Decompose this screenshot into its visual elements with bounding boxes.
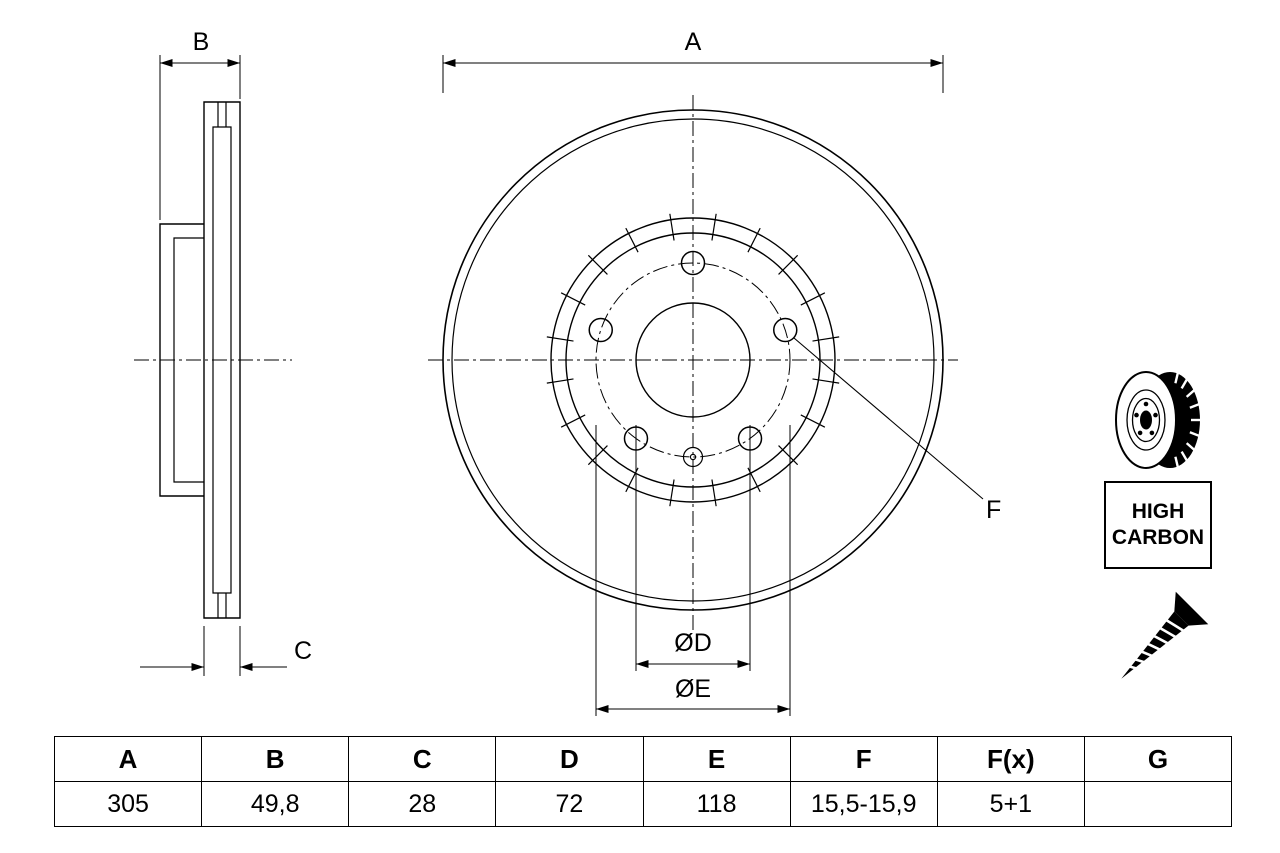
dim-f-label: F xyxy=(986,496,1001,524)
front-view xyxy=(428,95,958,630)
spec-value-b: 49,8 xyxy=(201,781,350,827)
dim-d-label: ØD xyxy=(674,629,712,657)
spec-value-e: 118 xyxy=(642,781,791,827)
spec-header-g: G xyxy=(1083,736,1233,782)
dimension-e: ØE xyxy=(595,425,791,716)
dim-e-label: ØE xyxy=(675,675,711,703)
disc-bolt-dot xyxy=(1137,430,1143,436)
spec-value-fx: 5+1 xyxy=(936,781,1085,827)
dim-c-label: C xyxy=(294,637,312,665)
spec-table: A B C D E F F(x) G 305 49,8 28 72 118 15… xyxy=(53,736,1233,827)
spec-value-f: 15,5-15,9 xyxy=(789,781,938,827)
disc-hat-ring xyxy=(1126,389,1166,451)
disc-bolt-dot xyxy=(1153,412,1158,418)
spec-value-row: 305 49,8 28 72 118 15,5-15,9 5+1 xyxy=(53,781,1233,827)
spec-header-d: D xyxy=(495,736,644,782)
high-carbon-badge-line1: HIGH xyxy=(1131,499,1185,523)
screw-head xyxy=(1174,591,1209,626)
spec-header-f: F xyxy=(789,736,938,782)
dimension-f: F xyxy=(793,337,1001,524)
vent-channel-profile xyxy=(212,126,232,594)
spec-header-a: A xyxy=(53,736,203,782)
dim-b-label: B xyxy=(193,28,210,56)
dimension-a: A xyxy=(442,28,944,93)
spec-header-b: B xyxy=(201,736,350,782)
countersunk-screw-icon xyxy=(1121,591,1209,679)
screw-thread-lines xyxy=(1128,618,1185,670)
cross-section-view xyxy=(134,101,292,619)
dimension-c: C xyxy=(140,626,312,676)
spec-header-row: A B C D E F F(x) G xyxy=(53,736,1233,782)
dim-a-label: A xyxy=(685,28,702,56)
disc-vent-stripes xyxy=(1174,371,1202,469)
disc-bolt-dot xyxy=(1134,412,1139,418)
friction-ring-profile xyxy=(203,101,241,619)
spec-value-g xyxy=(1083,781,1233,827)
disc-bore xyxy=(1140,410,1152,430)
disc-bolt-dot xyxy=(1149,430,1155,436)
leader-line xyxy=(793,337,984,500)
high-carbon-badge-line2: CARBON xyxy=(1111,526,1205,549)
spec-value-a: 305 xyxy=(53,781,203,827)
spec-header-fx: F(x) xyxy=(936,736,1085,782)
high-carbon-badge: HIGH CARBON xyxy=(1104,481,1212,569)
spec-value-d: 72 xyxy=(495,781,644,827)
spec-header-c: C xyxy=(348,736,497,782)
disc-hub-ring xyxy=(1131,397,1161,443)
vent-slot-ticks xyxy=(546,213,840,507)
spec-header-e: E xyxy=(642,736,791,782)
dimension-d: ØD xyxy=(635,425,751,671)
dimension-b: B xyxy=(159,28,241,220)
brake-disc-3d-icon xyxy=(1115,371,1202,469)
technical-drawing-canvas: B C A xyxy=(134,28,1209,716)
disc-bolt-dot xyxy=(1143,401,1149,407)
spec-value-c: 28 xyxy=(348,781,497,827)
screw-shaft xyxy=(1121,611,1189,679)
